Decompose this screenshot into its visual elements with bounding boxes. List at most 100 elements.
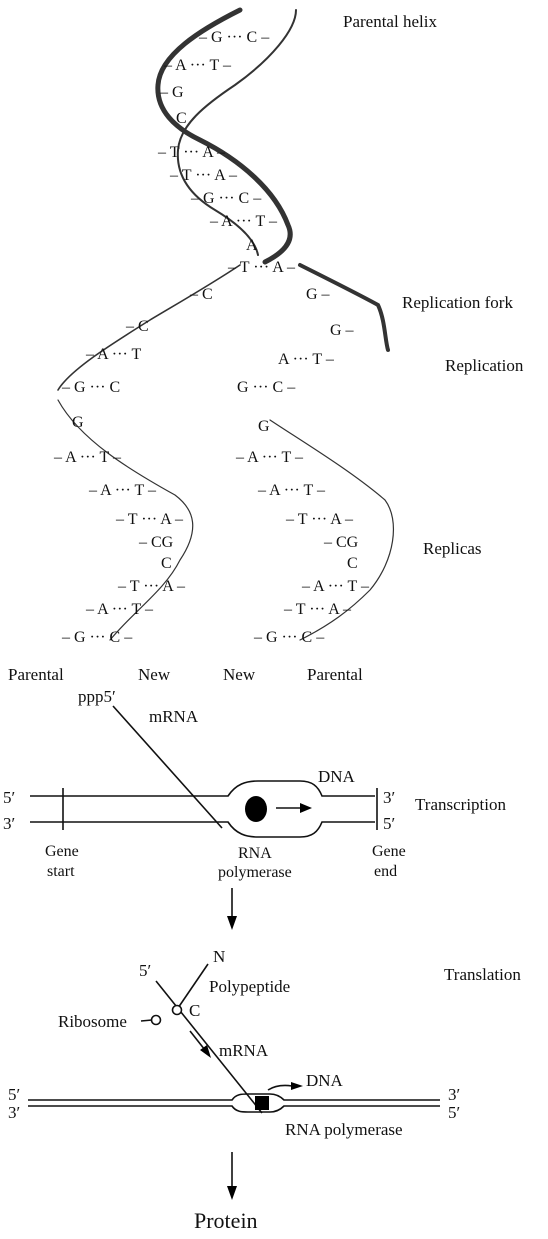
- base-pair: – A ··· T –: [235, 449, 304, 466]
- rna-polymerase-label-line1: RNA: [238, 845, 272, 862]
- base-pair: – T ··· A –: [157, 144, 226, 161]
- base-pair: – A ··· T –: [53, 449, 122, 466]
- ppp5-label: ppp5′: [78, 687, 116, 706]
- base-pair: – T ··· A –: [227, 259, 296, 276]
- gene-start-label-line1: Gene: [45, 843, 79, 860]
- protein-label: Protein: [194, 1208, 258, 1233]
- base-pair: – A ··· T –: [257, 482, 326, 499]
- mrna-direction-arrow-shaft: [189, 1030, 206, 1051]
- base-pair: – A ··· T –: [85, 601, 154, 618]
- dna-label: DNA: [318, 767, 356, 786]
- rna-polymerase-dot: [245, 796, 267, 822]
- rna-polymerase-block: [255, 1096, 269, 1110]
- base-pair: – A ··· T –: [301, 578, 370, 595]
- dna-bottom-strand: [30, 821, 375, 838]
- mrna-strand: [112, 705, 223, 829]
- dna-direction-arrow-shaft: [267, 1084, 293, 1091]
- label-replication: Replication: [445, 356, 524, 375]
- transcription-panel: ppp5′ mRNA DNA 5′ 3′ 3′ 5′ Transcription…: [3, 687, 506, 930]
- ribosome-label: Ribosome: [58, 1012, 127, 1031]
- ribosome-free: [150, 1014, 162, 1026]
- base-pair: G –: [306, 286, 331, 303]
- dna-bottom-strand: [28, 1105, 440, 1113]
- base-pair: – A ··· T –: [88, 482, 157, 499]
- base-pair: – G ··· C –: [253, 629, 325, 646]
- rna-polymerase-label: RNA polymerase: [285, 1120, 403, 1139]
- base-pair: – G ··· C: [61, 379, 120, 396]
- dna-direction-arrow-head: [291, 1082, 303, 1090]
- label-replicas: Replicas: [423, 539, 482, 558]
- base-pair: G: [72, 414, 84, 431]
- gene-end-label-line1: Gene: [372, 843, 406, 860]
- five-prime-left: 5′: [8, 1085, 20, 1104]
- n-terminus-label: N: [213, 947, 225, 966]
- base-pair: G: [258, 418, 270, 435]
- helix-base-pairs: – G ··· C – – A ··· T – – G C – T ··· A …: [53, 29, 370, 646]
- base-pair: G –: [330, 322, 355, 339]
- mrna-five-prime: 5′: [139, 961, 151, 980]
- dna-label: DNA: [306, 1071, 344, 1090]
- five-prime-left: 5′: [3, 788, 15, 807]
- mrna-label: mRNA: [149, 707, 199, 726]
- rna-polymerase-label-line2: polymerase: [218, 864, 292, 881]
- fork-left-outer: [57, 264, 241, 391]
- three-prime-left: 3′: [3, 814, 15, 833]
- base-pair: – C: [189, 286, 213, 303]
- c-terminus-label: C: [189, 1001, 200, 1020]
- strand-label-new-right: New: [223, 665, 256, 684]
- base-pair: – CG: [138, 534, 174, 551]
- five-prime-right: 5′: [448, 1103, 460, 1122]
- translation-down-arrow-head: [227, 1186, 237, 1200]
- base-pair: C: [347, 555, 358, 572]
- base-pair: A: [246, 237, 258, 254]
- base-pair: G ··· C –: [237, 379, 296, 396]
- strand-label-new-left: New: [138, 665, 171, 684]
- base-pair: – A ··· T –: [163, 57, 232, 74]
- base-pair: – T ··· A –: [169, 167, 238, 184]
- three-prime-right: 3′: [383, 788, 395, 807]
- mrna-label: mRNA: [219, 1041, 269, 1060]
- direction-arrow-head: [300, 803, 312, 813]
- base-pair: C: [176, 110, 187, 127]
- base-pair: – T ··· A –: [117, 578, 186, 595]
- dna-top-strand: [28, 1093, 440, 1101]
- transcription-down-arrow-head: [227, 916, 237, 930]
- helix-backbone-left: [155, 7, 293, 265]
- base-pair: C: [161, 555, 172, 572]
- mrna-strand: [155, 980, 263, 1114]
- base-pair: – G ··· C –: [61, 629, 133, 646]
- gene-end-label-line2: end: [374, 863, 397, 880]
- mrna-direction-arrow-head: [200, 1045, 211, 1058]
- strand-label-parental-left: Parental: [8, 665, 64, 684]
- five-prime-right: 5′: [383, 814, 395, 833]
- base-pair: – G ··· C –: [190, 190, 262, 207]
- polypeptide-label: Polypeptide: [209, 977, 290, 996]
- gene-start-label-line2: start: [47, 863, 75, 880]
- label-replication-fork: Replication fork: [402, 293, 513, 312]
- ribosome-active: [171, 1004, 183, 1016]
- base-pair: – A ··· T –: [209, 213, 278, 230]
- base-pair: – T ··· A –: [115, 511, 184, 528]
- strand-label-parental-right: Parental: [307, 665, 363, 684]
- transcription-title: Transcription: [415, 795, 506, 814]
- label-parental-helix: Parental helix: [343, 12, 437, 31]
- base-pair: – CG: [323, 534, 359, 551]
- base-pair: – G ··· C –: [198, 29, 270, 46]
- base-pair: – T ··· A –: [283, 601, 352, 618]
- fork-left-inner: [57, 399, 194, 641]
- dna-top-strand: [30, 780, 375, 797]
- fork-right-inner: [269, 419, 395, 641]
- translation-title: Translation: [444, 965, 521, 984]
- three-prime-left: 3′: [8, 1103, 20, 1122]
- ribosome-pointer: [140, 1019, 153, 1022]
- base-pair: – C: [125, 318, 149, 335]
- helix-backbone-right: [176, 9, 297, 256]
- three-prime-right: 3′: [448, 1085, 460, 1104]
- base-pair: A ··· T –: [278, 351, 335, 368]
- polypeptide-chain: [177, 963, 209, 1009]
- translation-panel: Translation 5′ N Polypeptide C Ribosome …: [8, 947, 521, 1200]
- base-pair: – G: [159, 84, 184, 101]
- base-pair: – T ··· A –: [285, 511, 354, 528]
- replication-panel: [57, 7, 395, 641]
